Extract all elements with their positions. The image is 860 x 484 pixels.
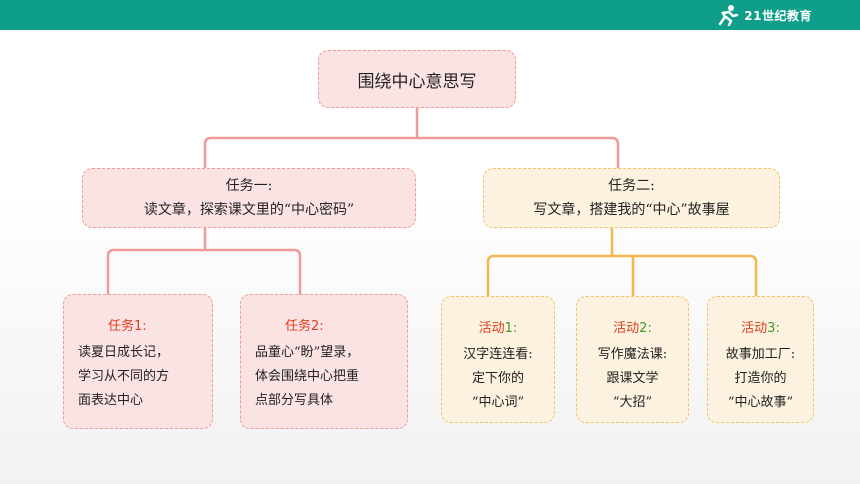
activity-line: “中心词” [471, 395, 525, 410]
header-bar: 21世纪教育 [0, 0, 860, 30]
task1-connector [106, 226, 302, 296]
activity-line: “大招” [612, 395, 653, 410]
root-title: 围绕中心意思写 [357, 71, 477, 92]
activity-title: 活动1: [478, 321, 518, 336]
subtask-title: 任务1: [108, 319, 147, 334]
task-title: 任务二: [608, 178, 655, 194]
task-desc: 写文章，搭建我的“中心”故事屋 [533, 202, 730, 218]
task-node-2: 任务二: 写文章，搭建我的“中心”故事屋 [483, 168, 780, 228]
activity-title: 活动3: [741, 321, 780, 336]
subtask-title: 任务2: [285, 319, 324, 334]
subtask-line: 学习从不同的方 [78, 369, 170, 384]
activity-title: 活动2: [613, 321, 652, 336]
activity-line: “中心故事” [727, 395, 794, 410]
activity-line: 汉字连连看: [463, 347, 533, 362]
subtask-line: 品童心“盼”望录， [255, 345, 360, 360]
task-node-1: 任务一: 读文章，探索课文里的“中心密码” [82, 168, 416, 228]
activity-node-1: 活动1: 汉字连连看: 定下你的 “中心词” [441, 296, 555, 423]
task-desc: 读文章，探索课文里的“中心密码” [143, 202, 355, 218]
root-node: 围绕中心意思写 [318, 50, 516, 108]
subtask-node-1: 任务1: 读夏日成长记， 学习从不同的方 面表达中心 [63, 294, 213, 429]
activity-line: 打造你的 [734, 371, 787, 386]
brand-logo: 21世纪教育 [714, 4, 812, 26]
subtask-line: 面表达中心 [78, 393, 144, 408]
root-connector [203, 106, 620, 170]
activity-line: 故事加工厂: [725, 347, 796, 362]
task2-connector [486, 226, 758, 298]
task-title: 任务一: [225, 178, 273, 194]
logo-text: 21世纪教育 [744, 8, 812, 23]
activity-line: 定下你的 [471, 371, 524, 386]
subtask-line: 读夏日成长记， [78, 345, 170, 360]
subtask-line: 点部分写具体 [255, 393, 334, 408]
runner-icon [719, 5, 739, 26]
activity-line: 写作魔法课: [597, 347, 668, 362]
subtask-line: 体会围绕中心把重 [255, 369, 360, 384]
activity-line: 跟课文学 [606, 371, 659, 386]
activity-node-3: 活动3: 故事加工厂: 打造你的 “中心故事” [707, 296, 814, 423]
subtask-node-2: 任务2: 品童心“盼”望录， 体会围绕中心把重 点部分写具体 [240, 294, 408, 429]
activity-node-2: 活动2: 写作魔法课: 跟课文学 “大招” [576, 296, 689, 423]
